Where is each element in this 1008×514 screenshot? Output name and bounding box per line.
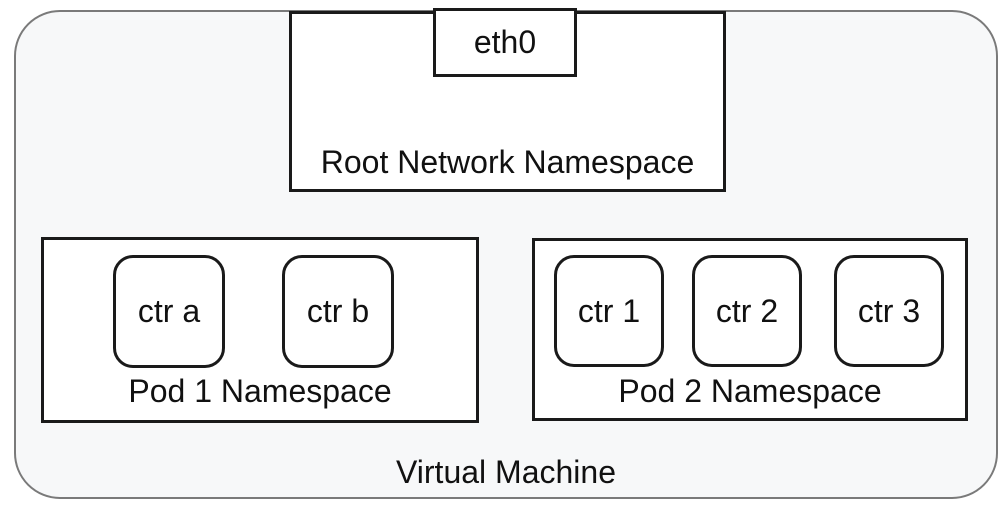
pod-1-namespace-label: Pod 1 Namespace: [128, 373, 392, 409]
pod-1-namespace-box: ctr a ctr b Pod 1 Namespace: [41, 237, 479, 423]
container-label: ctr a: [137, 293, 201, 329]
container-label: ctr b: [306, 293, 370, 329]
eth0-label: eth0: [473, 24, 537, 60]
container-box-ctr-3: ctr 3: [834, 255, 944, 367]
pod-2-namespace-label: Pod 2 Namespace: [618, 373, 882, 409]
container-box-ctr-1: ctr 1: [554, 255, 664, 367]
container-label: ctr 2: [715, 292, 779, 329]
container-box-ctr-2: ctr 2: [692, 255, 802, 367]
container-label: ctr 3: [857, 292, 921, 329]
eth0-box: eth0: [433, 8, 577, 77]
container-box-ctr-a: ctr a: [113, 255, 225, 368]
container-box-ctr-b: ctr b: [282, 255, 394, 368]
virtual-machine-label: Virtual Machine: [396, 454, 616, 490]
pod-2-namespace-box: ctr 1 ctr 2 ctr 3 Pod 2 Namespace: [532, 238, 968, 421]
container-label: ctr 1: [577, 292, 641, 329]
root-network-namespace-label: Root Network Namespace: [320, 144, 695, 180]
